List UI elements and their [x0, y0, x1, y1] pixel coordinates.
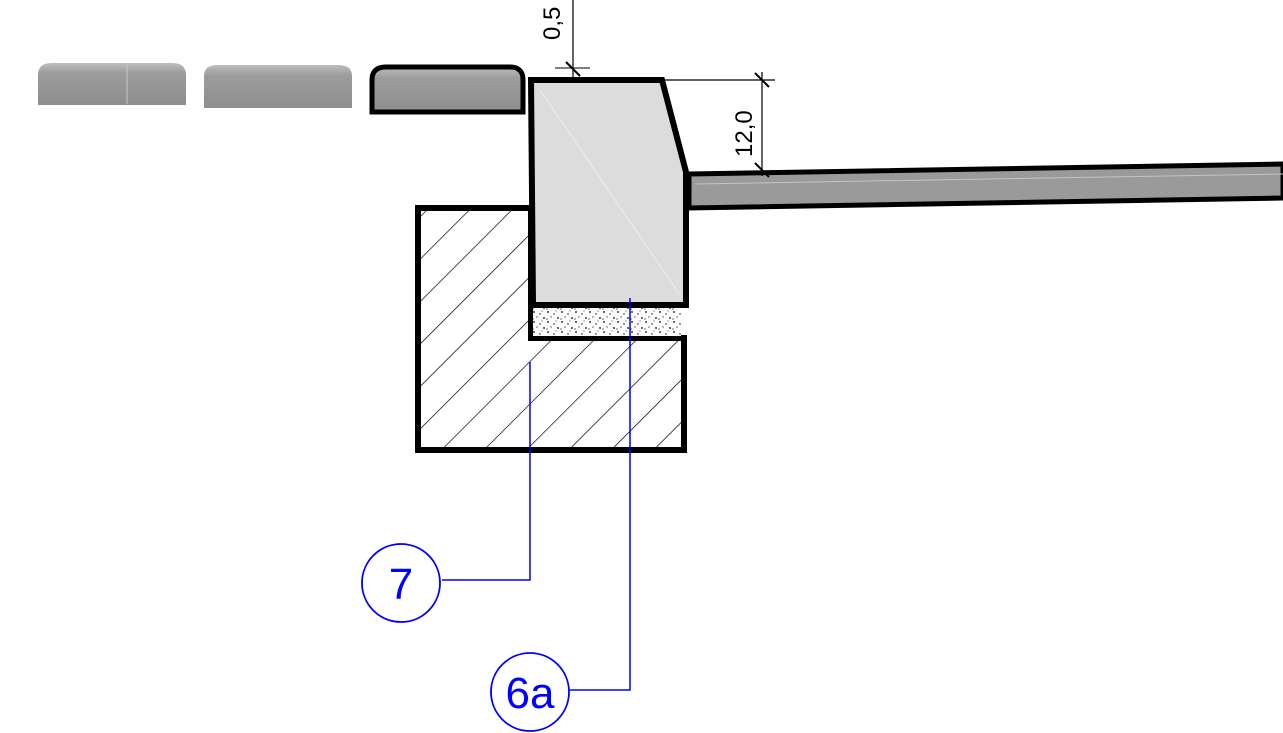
leader-foundation	[442, 362, 531, 581]
callout-foundation: 7	[361, 543, 441, 623]
dimension-gap-label: 0,5	[539, 7, 566, 40]
paving-stones	[38, 63, 526, 115]
curb-highlight	[539, 89, 681, 296]
paver-stone-3	[369, 64, 526, 115]
leader-curb	[570, 298, 631, 691]
dimension-curb-height-label: 12,0	[731, 110, 758, 157]
paver-stone-2	[204, 65, 352, 108]
surface-highlight	[694, 173, 1283, 185]
callout-curb-label: 6a	[506, 669, 555, 718]
curb-stone	[527, 77, 689, 308]
callout-foundation-label: 7	[389, 560, 413, 609]
dimension-gap: 0,5	[539, 0, 590, 82]
dimension-curb-height: 12,0	[662, 72, 775, 178]
bedding-layer	[533, 307, 681, 336]
callout-curb: 6a	[490, 652, 570, 732]
leader-lines	[442, 298, 631, 691]
road-surface-layer	[686, 161, 1283, 211]
paver-stone-1	[38, 63, 186, 105]
